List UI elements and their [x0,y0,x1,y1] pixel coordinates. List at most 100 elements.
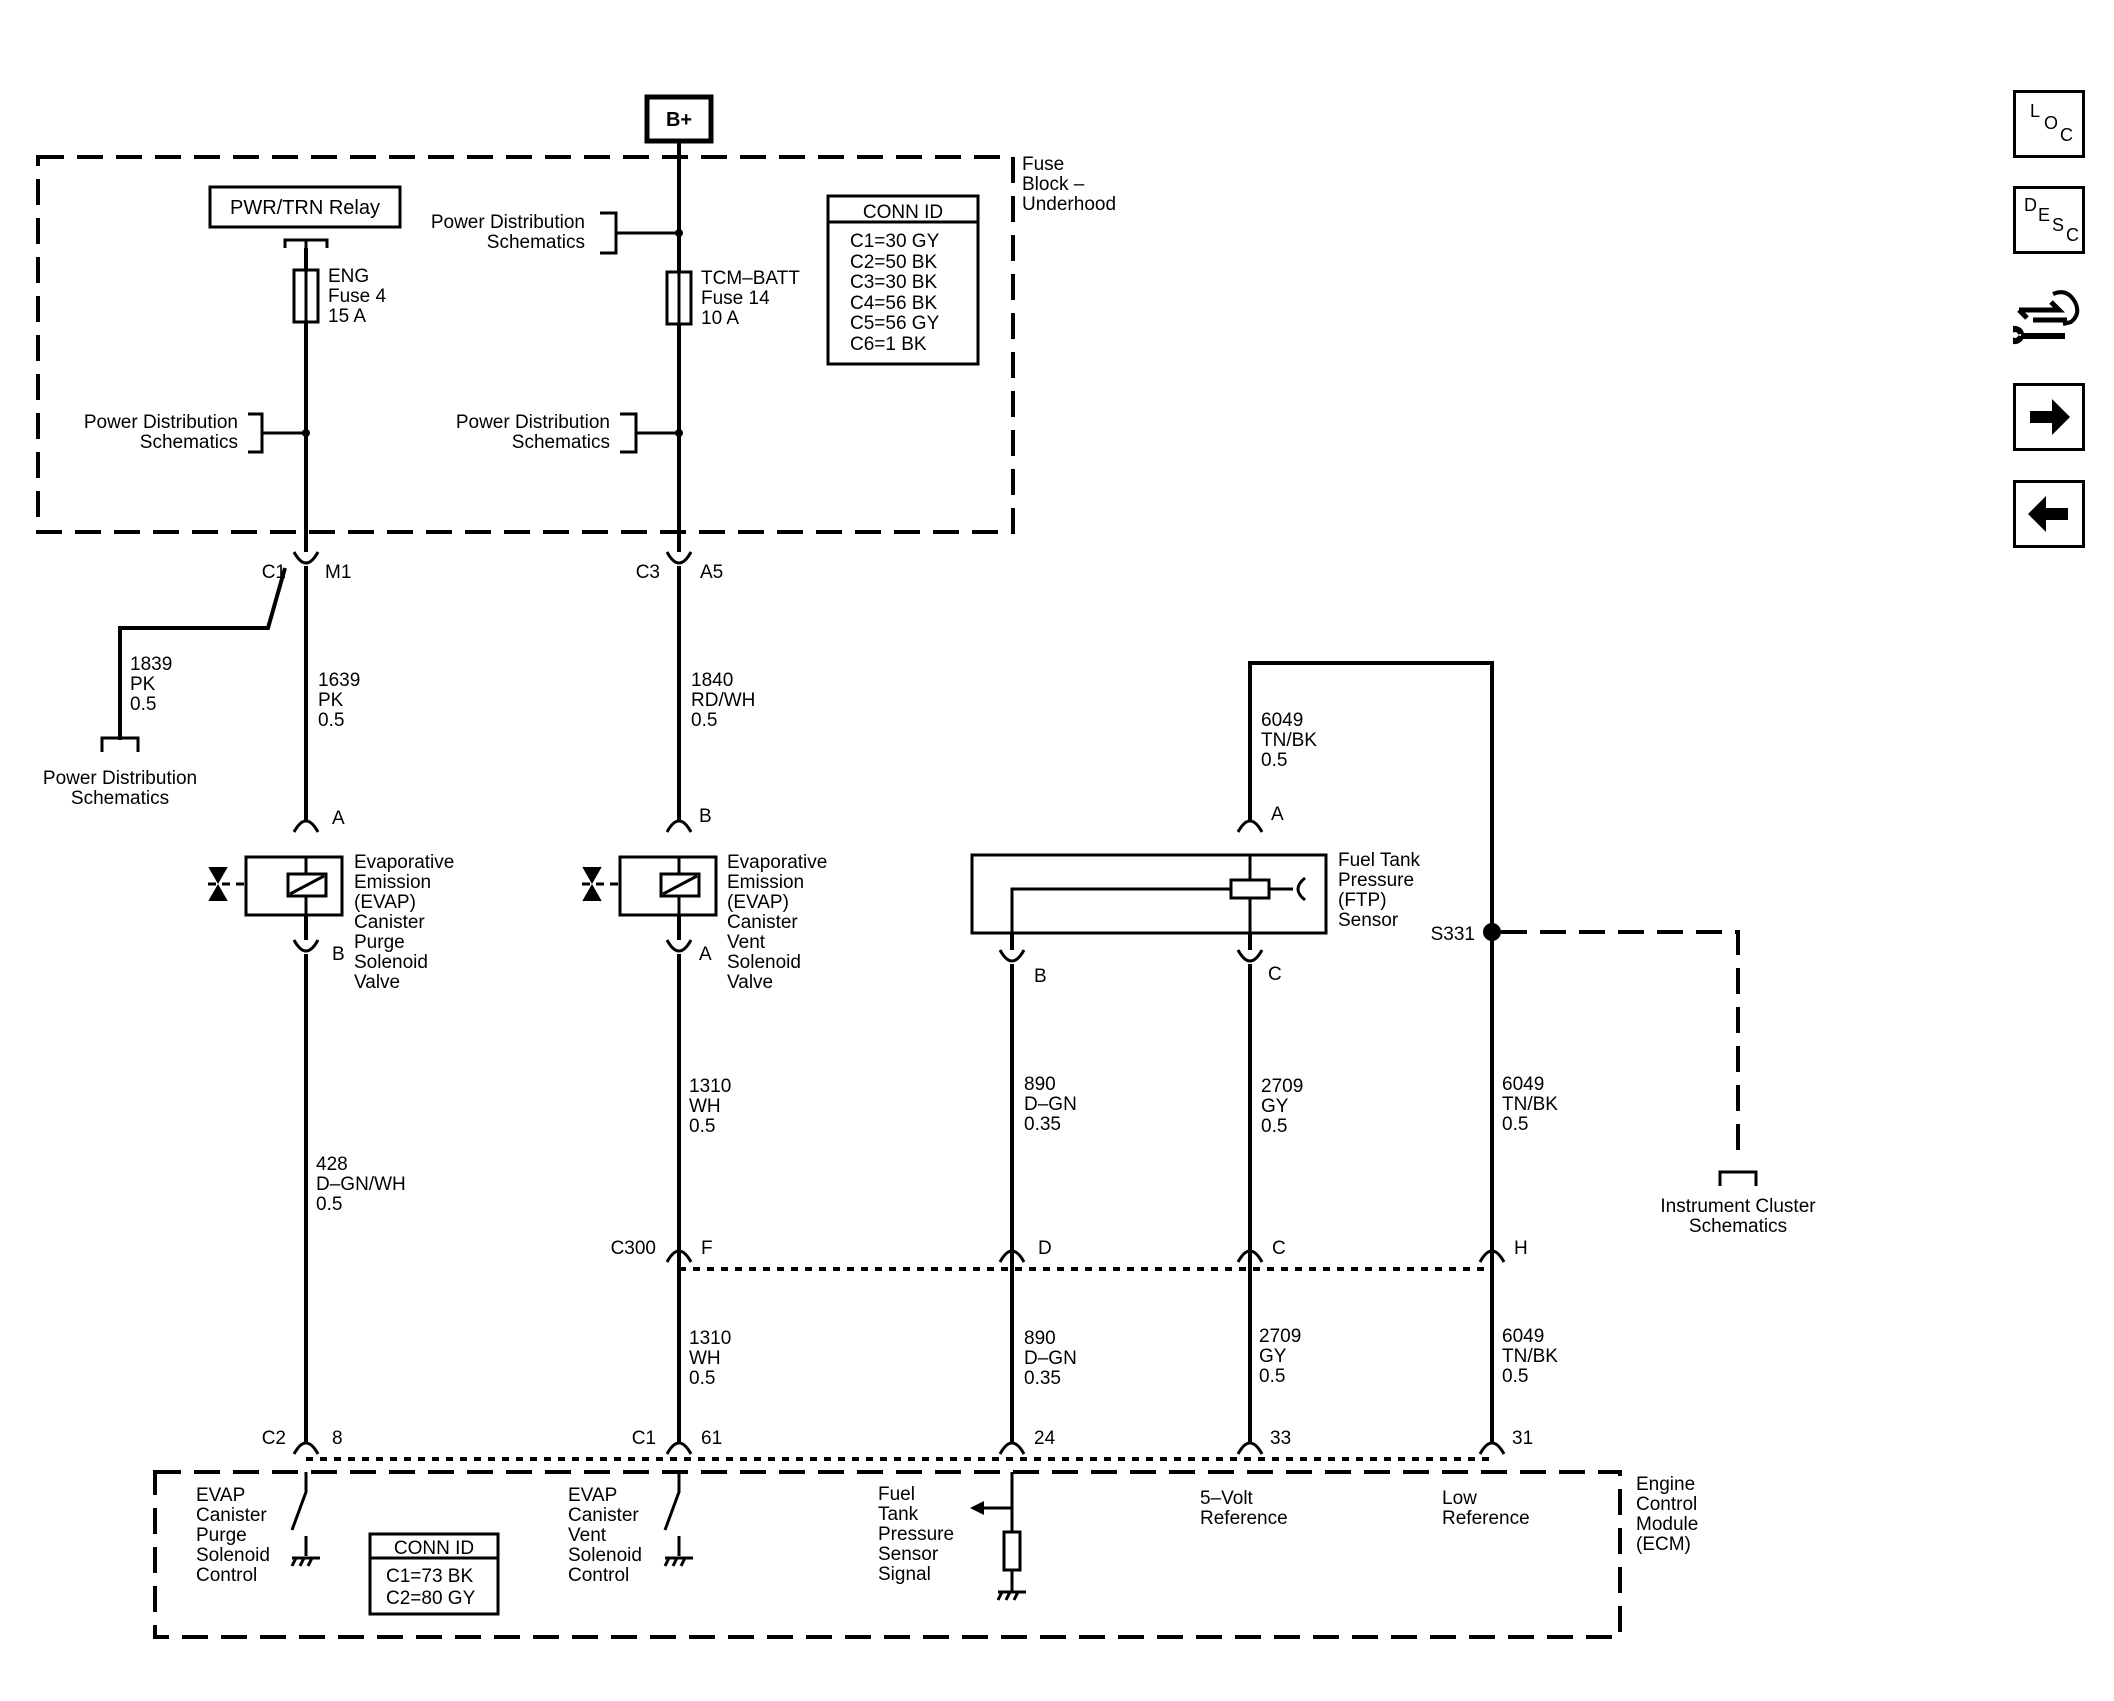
conn-id-fuse-row: C5=56 GY [850,313,940,334]
wire-6049t-size: 0.5 [1261,750,1287,771]
c300-pin-f: F [701,1238,713,1259]
wire-6049t-num: 6049 [1261,710,1303,731]
component-locator-button[interactable] [2013,280,2085,348]
vent-conn-b [665,819,693,833]
loc-button[interactable]: L O C [2013,90,2085,158]
c300-pin-d: D [1038,1238,1052,1259]
fuse-block-title-3: Underhood [1022,194,1116,215]
wire-6049t-color: TN/BK [1261,730,1317,751]
vent-label: Evaporative [727,852,827,873]
wire-1839-color: PK [130,674,156,695]
wire-1310l-num: 1310 [689,1328,731,1349]
ecm-c1-label: C1 [632,1428,656,1449]
wire-6049-top [1248,661,1494,930]
conn-id-fuse-row: C2=50 BK [850,252,937,273]
pds-left-bracket [248,412,306,454]
fuse-tcm-l3: 10 A [701,308,739,329]
low-ref-label: Reference [1442,1508,1530,1529]
vent-ctrl-switch [663,1472,681,1556]
loc-letter: C [2060,125,2073,145]
conn-id-fuse-row: C6=1 BK [850,334,927,355]
arrow-left-icon [2028,496,2068,532]
arrow-left-icon [970,1501,984,1515]
purge-label: (EVAP) [354,892,416,913]
pds-bottom-l1: Power Distribution [43,768,197,789]
vent-label: Solenoid [727,952,801,973]
ground-icon [663,1556,693,1567]
ftp-pin-b: B [1034,966,1047,987]
purge-ctrl-label: Solenoid [196,1545,270,1566]
desc-letter: C [2066,225,2079,245]
fuse-eng-l1: ENG [328,266,369,287]
ftp-signal-label: Sensor [878,1544,939,1565]
ftp-signal-label: Signal [878,1564,931,1585]
ref-5v-label: Reference [1200,1508,1288,1529]
conn-id-fuse-row: C1=30 GY [850,231,940,252]
conn-id-fuse-block [826,194,980,366]
wire-6049l-num: 6049 [1502,1326,1544,1347]
purge-ctrl-label: EVAP [196,1485,245,1506]
desc-letter: E [2038,205,2051,225]
wire-890u-color: D–GN [1024,1094,1077,1115]
vent-conn-a [665,939,693,953]
fuse-block-title-2: Block – [1022,174,1085,195]
wire-2709l-color: GY [1259,1346,1287,1367]
wire-2709u-size: 0.5 [1261,1116,1287,1137]
wire-1310u-color: WH [689,1096,721,1117]
conn-id-fuse-title: CONN ID [863,202,943,223]
vent-ctrl-label: Vent [568,1525,607,1546]
wire-890l-color: D–GN [1024,1348,1077,1369]
purge-pin-a: A [332,808,345,829]
wire-428-size: 0.5 [316,1194,342,1215]
pds-mid-l1: Power Distribution [456,412,610,433]
ecm-pins [292,1441,1506,1455]
arrow-right-icon [2030,399,2070,435]
ftp-conn-b [998,949,1026,963]
ecm-pin-61: 61 [701,1428,722,1449]
vent-label: Vent [727,932,766,953]
wire-2709l-size: 0.5 [1259,1366,1285,1387]
wire-1639-color: PK [318,690,344,711]
wire-1840-size: 0.5 [691,710,717,731]
pds-top-l1: Power Distribution [431,212,585,233]
ecm-pin-24: 24 [1034,1428,1056,1449]
battery-positive-label: B+ [666,109,692,131]
wire-2709u-color: GY [1261,1096,1289,1117]
vehicle-wrench-icon [2013,290,2080,344]
pwr-trn-relay-label: PWR/TRN Relay [230,197,380,219]
ecm-pin-33: 33 [1270,1428,1291,1449]
vent-ctrl-label: Control [568,1565,629,1586]
ftp-conn-c [1236,949,1264,963]
conn-c3-label: C3 [636,562,660,583]
wire-to-instrument-cluster [1501,930,1740,1160]
vent-ctrl-label: Canister [568,1505,639,1526]
purge-label: Emission [354,872,431,893]
ftp-sensor-box [970,853,1328,935]
fuse-block-title-1: Fuse [1022,154,1064,175]
vent-label: Emission [727,872,804,893]
next-button[interactable] [2013,383,2085,451]
wire-6049u-color: TN/BK [1502,1094,1558,1115]
ecm-pin-8: 8 [332,1428,343,1449]
desc-button[interactable]: D E S C [2013,186,2085,254]
conn-id-ecm-title: CONN ID [394,1538,474,1559]
conn-m1-label: M1 [325,562,351,583]
conn-id-ecm [368,1532,500,1616]
previous-button[interactable] [2013,480,2085,548]
ftp-label: (FTP) [1338,890,1387,911]
desc-letter: D [2024,195,2037,215]
wire-1839-num: 1839 [130,654,172,675]
wire-6049l-size: 0.5 [1502,1366,1528,1387]
c300-pin-c: C [1272,1238,1286,1259]
c300-pin-h: H [1514,1238,1528,1259]
wire-6049u-num: 6049 [1502,1074,1544,1095]
vent-pin-a: A [699,944,712,965]
wire-890u-size: 0.35 [1024,1114,1061,1135]
wire-1639-size: 0.5 [318,710,344,731]
splice-s331-label: S331 [1431,924,1475,945]
purge-label: Purge [354,932,405,953]
purge-pin-b: B [332,944,345,965]
wire-1840-num: 1840 [691,670,733,691]
wire-1310l-size: 0.5 [689,1368,715,1389]
connector-c3-a5 [665,551,693,565]
